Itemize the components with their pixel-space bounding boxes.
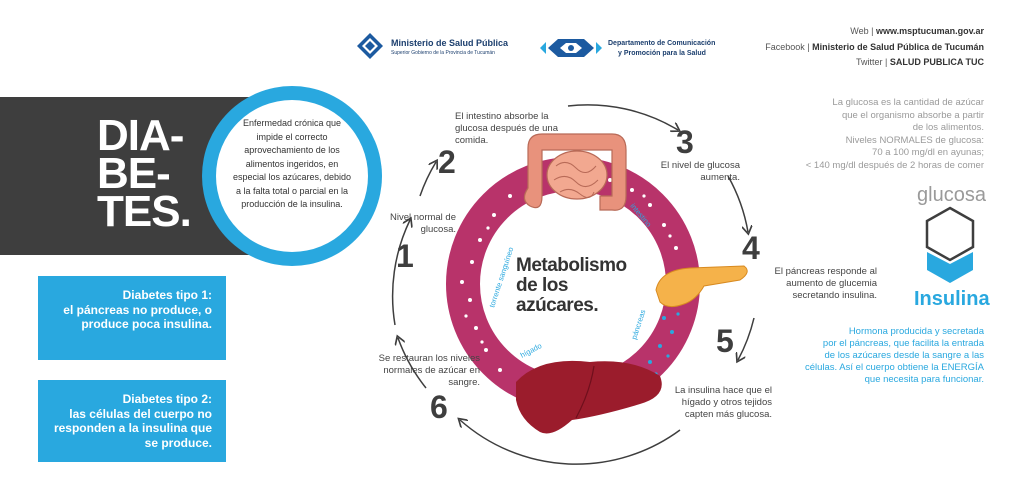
twitter-label: Twitter | [855,57,888,67]
liver-icon [516,360,662,434]
facebook-link[interactable]: Ministerio de Salud Pública de Tucumán [812,41,984,52]
center-title-line-3: azúcares. [516,295,599,316]
step-3-text: El nivel de glucosa aumenta. [660,160,740,183]
arrow-3-to-4 [727,175,748,232]
type-2-text: las células del cuerpo no responden a la… [53,406,212,450]
step-3-number: 3 [676,124,694,160]
glucose-label: glucosa [917,184,986,206]
department-name-line2: y Promoción para la Salud [618,50,706,57]
web-label: Web | [850,26,874,36]
glucose-text-line-4: Niveles NORMALES de glucosa: [845,134,984,146]
step-5-text: La insulina hace que el hígado y otros t… [674,385,772,420]
glucose-text-line-3: de los alimentos. [912,122,984,133]
insulin-text-line-5: que necesita para funcionar. [864,374,984,385]
definition-circle [216,100,368,252]
diabetes-type-2-box: Diabetes tipo 2: las células del cuerpo … [38,380,226,462]
department-logo: Departamento de Comunicación y Promoción… [540,36,720,62]
insulin-description: Hormona producida y secretada por el pán… [754,326,984,386]
cycle-arrows [391,104,755,465]
step-5-number: 5 [716,323,734,359]
intestine-icon [523,133,627,211]
glucose-text-line-1: La glucosa es la cantidad de azúcar [832,97,984,108]
insulin-text-line-1: Hormona producida y secretada [848,326,984,337]
insulin-text-line-4: células. Así el cuerpo obtiene la ENERGÍ… [804,362,984,373]
step-1-number: 1 [396,238,414,274]
ring-label-bloodstream: torrente sanguíneo [487,246,515,309]
arrow-4-to-5 [738,317,755,360]
ministry-logo: Ministerio de Salud Pública Superior Gob… [355,30,515,60]
type-1-heading: Diabetes tipo 1: [122,288,212,302]
step-4-text: El páncreas responde al aumento de gluce… [774,266,877,301]
glucose-description: La glucosa es la cantidad de azúcar que … [764,97,984,172]
glucose-text-line-6: < 140 mg/dl después de 2 horas de comer [805,159,984,171]
step-4-number: 4 [742,230,760,266]
glucose-text-line-5: 70 a 100 mg/dl en ayunas; [872,147,984,158]
insulin-label: Insulina [914,288,990,310]
ring-label-liver: hígado [519,341,543,360]
step-2-text: El intestino absorbe la glucosa después … [455,111,558,146]
type-2-heading: Diabetes tipo 2: [122,392,212,406]
arrow-2-to-3 [567,104,678,130]
department-emblem-icon [540,39,602,57]
insulin-text-line-2: por el páncreas, que facilita la entrada [822,338,984,349]
ring-label-pancreas: páncreas [629,308,647,340]
department-name-line1: Departamento de Comunicación [608,40,716,47]
center-title-line-2: de los [516,275,568,296]
title-line-1: DIA- [97,111,184,160]
contact-info: Web | www.msptucuman.gov.ar Facebook | M… [765,24,984,71]
title-line-3: TES. [97,187,192,236]
hexagon-molecule-icon [925,206,975,283]
arrow-2-up [419,162,436,197]
arrow-1-to-2 [391,220,410,326]
diagram-center-title: Metabolismo de los azúcares. [516,256,627,316]
insulin-text-line-3: de los azúcares desde la sangre a las [824,350,985,361]
definition-text: Enfermedad crónica que impide el correct… [232,118,352,209]
arrow-5-to-6 [460,420,681,465]
center-title-line-1: Metabolismo [516,255,627,276]
step-6-number: 6 [430,389,448,425]
facebook-label: Facebook | [765,41,810,52]
web-link[interactable]: www.msptucuman.gov.ar [875,26,984,36]
ministry-emblem-icon [357,33,383,59]
twitter-link[interactable]: SALUD PUBLICA TUC [889,57,984,67]
arrow-6-to-1 [398,338,427,389]
ministry-name: Ministerio de Salud Pública [391,38,509,48]
diabetes-type-1-box: Diabetes tipo 1: el páncreas no produce,… [38,276,226,360]
step-6-text: Se restauran los niveles normales de azú… [378,353,480,388]
title-line-2: BE- [97,149,171,198]
type-1-text: el páncreas no produce, o produce poca i… [63,302,212,332]
page-title: DIA- BE- TES. [97,111,192,236]
step-1-text: Nivel normal de glucosa. [390,212,456,235]
glucose-text-line-2: que el organismo absorbe a partir [841,109,984,121]
step-2-number: 2 [438,144,456,180]
pancreas-icon [655,265,748,308]
ministry-subtitle: Superior Gobierno de la Provincia de Tuc… [391,50,495,56]
